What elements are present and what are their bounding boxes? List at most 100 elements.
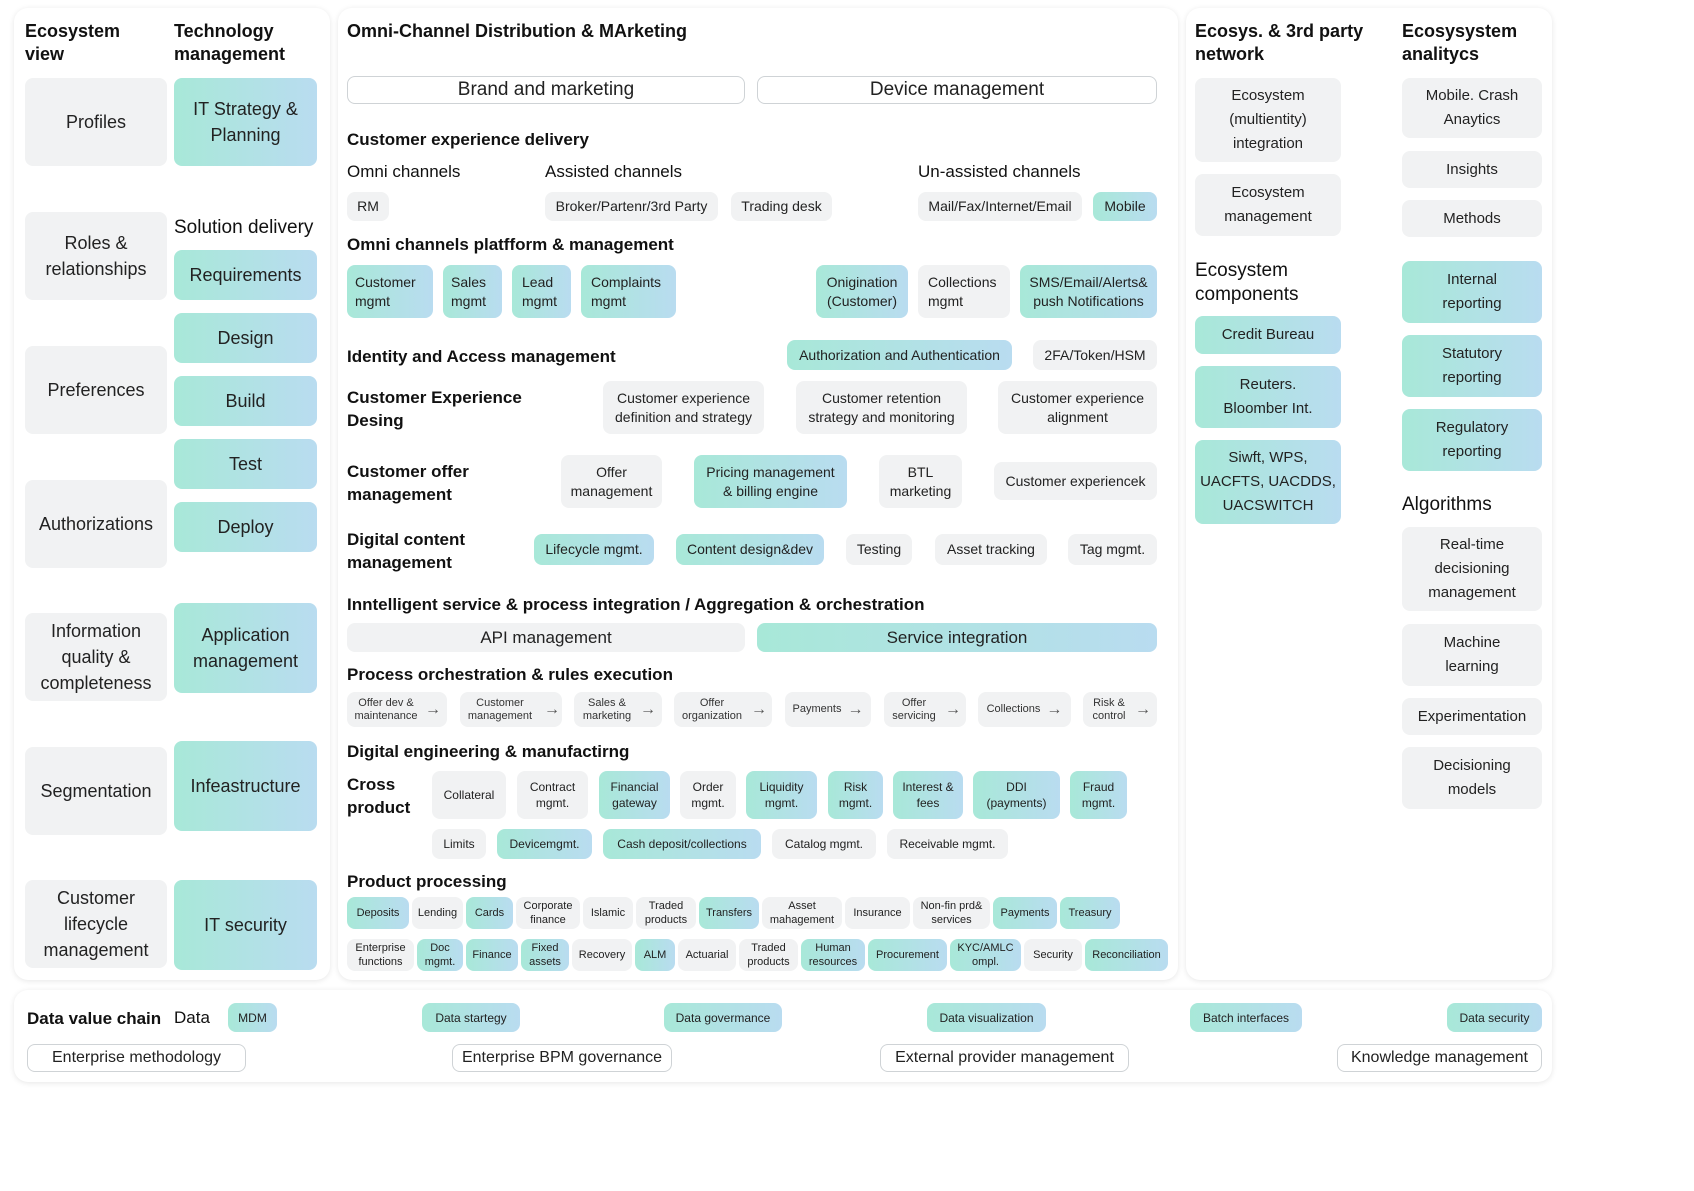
tag-mgmt-chip[interactable]: Tag mgmt.: [1068, 534, 1157, 565]
internal-reporting-box[interactable]: Internal reporting: [1402, 261, 1542, 323]
authorizations-box[interactable]: Authorizations: [25, 480, 167, 568]
auth-chip[interactable]: Authorization and Authentication: [787, 340, 1012, 370]
process-payments[interactable]: Payments→: [785, 692, 871, 727]
mdm-chip[interactable]: MDM: [228, 1003, 277, 1032]
brand-marketing-box[interactable]: Brand and marketing: [347, 76, 745, 104]
statutory-reporting-box[interactable]: Statutory reporting: [1402, 335, 1542, 397]
ecosystem-management-box[interactable]: Ecosystem management: [1195, 174, 1341, 236]
pp-doc-mgmt-chip[interactable]: Doc mgmt.: [417, 939, 463, 971]
collections-mgmt-chip[interactable]: Collections mgmt: [918, 265, 1010, 318]
cash-deposit-chip[interactable]: Cash deposit/collections: [603, 829, 761, 859]
collateral-chip[interactable]: Collateral: [432, 771, 506, 819]
data-strategy-chip[interactable]: Data startegy: [422, 1003, 520, 1032]
receivable-mgmt-chip[interactable]: Receivable mgmt.: [887, 829, 1008, 859]
interest-fees-chip[interactable]: Interest & fees: [893, 771, 963, 819]
external-provider-box[interactable]: External provider management: [880, 1044, 1129, 1072]
pp-asset-management-chip[interactable]: Asset mahagement: [762, 897, 842, 929]
fraud-mgmt-chip[interactable]: Fraud mgmt.: [1070, 771, 1127, 819]
content-design-chip[interactable]: Content design&dev: [676, 534, 824, 565]
devicemgmt-chip[interactable]: Devicemgmt.: [497, 829, 592, 859]
btl-marketing-chip[interactable]: BTL marketing: [879, 455, 962, 508]
profiles-box[interactable]: Profiles: [25, 78, 167, 166]
pp-corporate-finance-chip[interactable]: Corporate finance: [516, 897, 580, 929]
pp-finance-chip[interactable]: Finance: [466, 939, 518, 971]
data-governance-chip[interactable]: Data govermance: [664, 1003, 782, 1032]
enterprise-methodology-box[interactable]: Enterprise methodology: [27, 1044, 246, 1072]
api-management-box[interactable]: API management: [347, 623, 745, 652]
pp-traded-products-2-chip[interactable]: Traded products: [739, 939, 798, 971]
process-collections[interactable]: Collections→: [978, 692, 1071, 727]
pp-alm-chip[interactable]: ALM: [635, 939, 675, 971]
pricing-engine-chip[interactable]: Pricing management & billing engine: [694, 455, 847, 508]
customer-mgmt-chip[interactable]: Customer mgmt: [347, 265, 433, 318]
customer-lifecycle-box[interactable]: Customer lifecycle management: [25, 880, 167, 968]
pp-lending-chip[interactable]: Lending: [412, 897, 463, 929]
testing-chip[interactable]: Testing: [846, 534, 912, 565]
financial-gateway-chip[interactable]: Financial gateway: [599, 771, 670, 819]
service-integration-box[interactable]: Service integration: [757, 623, 1157, 652]
ecosystem-integration-box[interactable]: Ecosystem (multientity) integration: [1195, 78, 1341, 162]
pp-actuarial-chip[interactable]: Actuarial: [678, 939, 736, 971]
deploy-box[interactable]: Deploy: [174, 502, 317, 552]
pp-transfers-chip[interactable]: Transfers: [699, 897, 759, 929]
design-box[interactable]: Design: [174, 313, 317, 363]
complaints-mgmt-chip[interactable]: Complaints mgmt: [581, 265, 676, 318]
it-strategy-box[interactable]: IT Strategy & Planning: [174, 78, 317, 166]
ddi-payments-chip[interactable]: DDI (payments): [973, 771, 1060, 819]
process-customer-management[interactable]: Customer management→: [460, 692, 562, 727]
roles-relationships-box[interactable]: Roles & relationships: [25, 212, 167, 300]
customer-experiencek-chip[interactable]: Customer experiencek: [994, 462, 1157, 500]
offer-management-chip[interactable]: Offer management: [561, 455, 662, 508]
batch-interfaces-chip[interactable]: Batch interfaces: [1190, 1003, 1302, 1032]
knowledge-management-box[interactable]: Knowledge management: [1337, 1044, 1542, 1072]
pp-procurement-chip[interactable]: Procurement: [868, 939, 947, 971]
device-management-box[interactable]: Device management: [757, 76, 1157, 104]
enterprise-bpm-box[interactable]: Enterprise BPM governance: [452, 1044, 672, 1072]
liquidity-mgmt-chip[interactable]: Liquidity mgmt.: [746, 771, 817, 819]
regulatory-reporting-box[interactable]: Regulatory reporting: [1402, 409, 1542, 471]
data-visualization-chip[interactable]: Data visualization: [927, 1003, 1046, 1032]
pp-fixed-assets-chip[interactable]: Fixed assets: [521, 939, 569, 971]
pp-reconciliation-chip[interactable]: Reconciliation: [1085, 939, 1168, 971]
pp-security-chip[interactable]: Security: [1024, 939, 1082, 971]
machine-learning-box[interactable]: Machine learning: [1402, 624, 1542, 686]
lifecycle-mgmt-chip[interactable]: Lifecycle mgmt.: [534, 534, 654, 565]
trading-desk-chip[interactable]: Trading desk: [731, 192, 832, 221]
application-management-box[interactable]: Application management: [174, 603, 317, 693]
limits-chip[interactable]: Limits: [432, 829, 486, 859]
cx-definition-chip[interactable]: Customer experience definition and strat…: [603, 381, 764, 434]
reuters-bloomberg-box[interactable]: Reuters. Bloomber Int.: [1195, 366, 1341, 428]
sms-email-chip[interactable]: SMS/Email/Alerts& push Notifications: [1020, 265, 1157, 318]
process-sales-marketing[interactable]: Sales & marketing→: [574, 692, 662, 727]
pp-non-fin-chip[interactable]: Non-fin prd& services: [913, 897, 990, 929]
swift-wps-box[interactable]: Siwft, WPS, UACFTS, UACDDS, UACSWITCH: [1195, 440, 1341, 524]
build-box[interactable]: Build: [174, 376, 317, 426]
cx-retention-chip[interactable]: Customer retention strategy and monitori…: [796, 381, 967, 434]
methods-box[interactable]: Methods: [1402, 200, 1542, 237]
pp-deposits-chip[interactable]: Deposits: [347, 897, 409, 929]
pp-insurance-chip[interactable]: Insurance: [845, 897, 910, 929]
contract-mgmt-chip[interactable]: Contract mgmt.: [517, 771, 588, 819]
process-risk-control[interactable]: Risk & control→: [1083, 692, 1157, 727]
credit-bureau-box[interactable]: Credit Bureau: [1195, 316, 1341, 354]
pp-payments-chip[interactable]: Payments: [993, 897, 1057, 929]
broker-chip[interactable]: Broker/Partenr/3rd Party: [545, 192, 718, 221]
data-security-chip[interactable]: Data security: [1447, 1003, 1542, 1032]
pp-islamic-chip[interactable]: Islamic: [583, 897, 633, 929]
realtime-decisioning-box[interactable]: Real-time decisioning management: [1402, 527, 1542, 611]
asset-tracking-chip[interactable]: Asset tracking: [935, 534, 1047, 565]
twofa-chip[interactable]: 2FA/Token/HSM: [1033, 340, 1157, 370]
pp-traded-products-chip[interactable]: Traded products: [636, 897, 696, 929]
information-quality-box[interactable]: Information quality & completeness: [25, 613, 167, 701]
requirements-box[interactable]: Requirements: [174, 250, 317, 300]
segmentation-box[interactable]: Segmentation: [25, 747, 167, 835]
experimentation-box[interactable]: Experimentation: [1402, 698, 1542, 735]
preferences-box[interactable]: Preferences: [25, 346, 167, 434]
pp-kyc-chip[interactable]: KYC/AMLC ompl.: [950, 939, 1021, 971]
infrastructure-box[interactable]: Infeastructure: [174, 741, 317, 831]
sales-mgmt-chip[interactable]: Sales mgmt: [443, 265, 502, 318]
it-security-box[interactable]: IT security: [174, 880, 317, 970]
process-offer-dev[interactable]: Offer dev & maintenance→: [347, 692, 447, 727]
pp-enterprise-functions-chip[interactable]: Enterprise functions: [347, 939, 414, 971]
catalog-mgmt-chip[interactable]: Catalog mgmt.: [772, 829, 876, 859]
